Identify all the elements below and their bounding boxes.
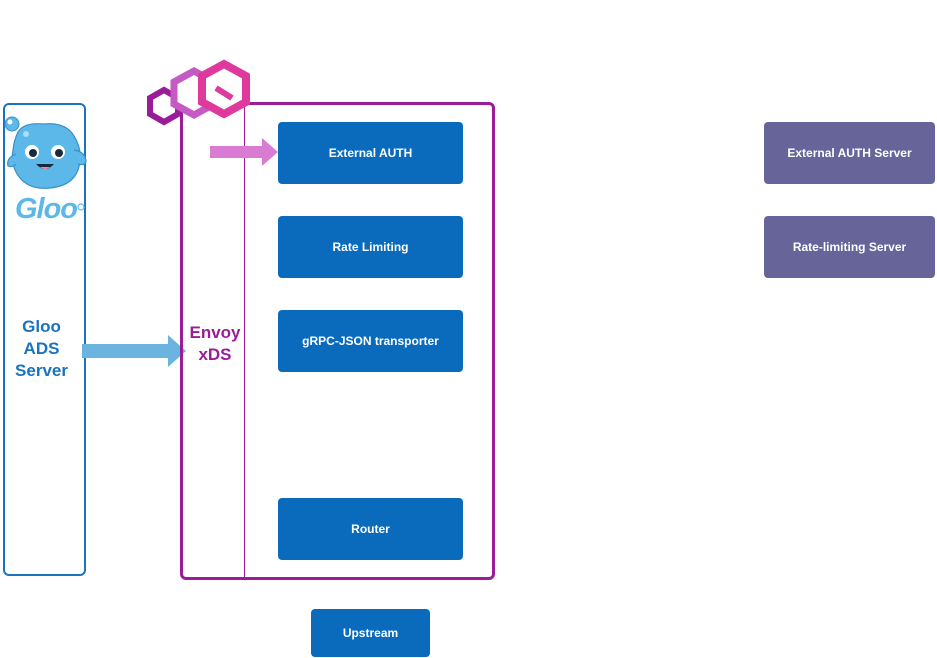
gloo-ads-label-line: ADS: [23, 339, 60, 358]
envoy-xds-label: Envoy xDS: [184, 322, 246, 366]
router-filter: Router: [278, 498, 463, 560]
envoy-xds-label-line: xDS: [198, 345, 232, 364]
envoy-logo-icon: [147, 59, 250, 126]
gloo-mascot-icon: [4, 116, 87, 189]
rate-limiting-server-box: Rate-limiting Server: [764, 216, 935, 278]
gloo-ads-label-line: Server: [15, 361, 68, 380]
external-auth-filter: External AUTH: [278, 122, 463, 184]
grpc-json-transporter-filter: gRPC-JSON transporter: [278, 310, 463, 372]
external-auth-server-box: External AUTH Server: [764, 122, 935, 184]
envoy-xds-label-line: Envoy: [189, 323, 241, 342]
registered-mark-icon: [77, 203, 85, 211]
gloo-ads-server-label: Gloo ADS Server: [3, 316, 80, 382]
xds-config-arrow-icon: [82, 335, 186, 367]
envoy-panel: [180, 102, 495, 580]
gloo-ads-label-line: Gloo: [22, 317, 61, 336]
filter-chain-arrow-icon: [210, 138, 278, 166]
upstream-box: Upstream: [311, 609, 430, 657]
envoy-divider: [244, 105, 245, 578]
gloo-panel: [3, 103, 86, 576]
gloo-logo-text: Gloo: [14, 193, 78, 225]
rate-limiting-filter: Rate Limiting: [278, 216, 463, 278]
